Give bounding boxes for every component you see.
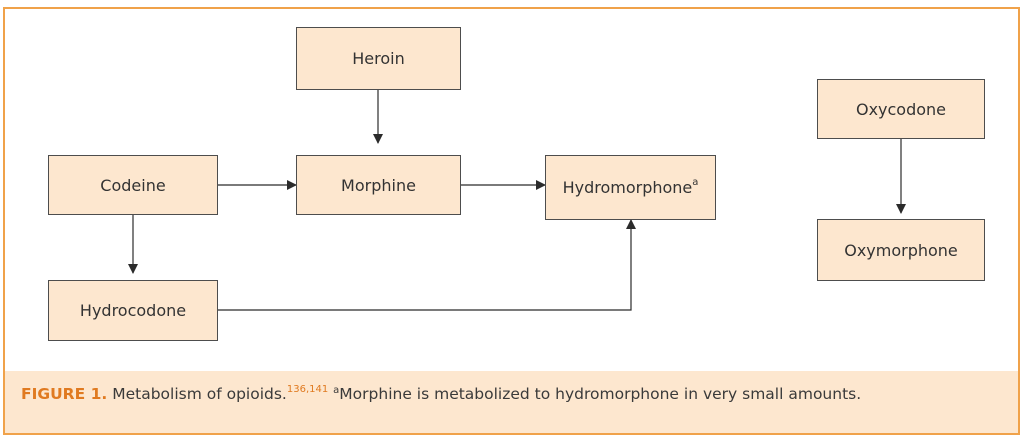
node-oxycodone: Oxycodone [817,79,985,139]
edge-hydrocodone-hydromorphone [218,219,636,311]
node-oxycodone-label: Oxycodone [855,99,947,119]
caption-note-mark: a [333,385,340,396]
caption-note: Morphine is metabolized to hydromorphone… [339,385,862,403]
diagram-connectors [128,90,906,311]
node-codeine-label: Codeine [100,175,166,195]
node-morphine: Morphine [296,155,461,215]
node-oxymorphone: Oxymorphone [817,219,985,281]
hydromorphone-note-mark: a [692,177,699,188]
node-heroin: Heroin [296,27,461,90]
caption-label: FIGURE 1. [21,385,108,403]
caption-citation: 136,141 [286,384,329,395]
node-hydromorphone: Hydromorphonea [545,155,716,220]
node-heroin-label: Heroin [352,49,405,68]
figure-frame: Heroin Codeine Morphine Hydromorphonea H… [3,7,1020,435]
caption-title: Metabolism of opioids. [112,385,287,403]
node-oxymorphone-label: Oxymorphone [844,240,958,260]
node-hydromorphone-label: Hydromorphonea [562,177,699,197]
node-hydrocodone: Hydrocodone [48,280,218,341]
figure-caption: FIGURE 1. Metabolism of opioids.136,141 … [5,371,1018,433]
node-hydrocodone-label: Hydrocodone [79,301,187,320]
node-codeine: Codeine [48,155,218,215]
hydromorphone-name: Hydromorphone [562,178,693,197]
node-morphine-label: Morphine [341,175,416,195]
